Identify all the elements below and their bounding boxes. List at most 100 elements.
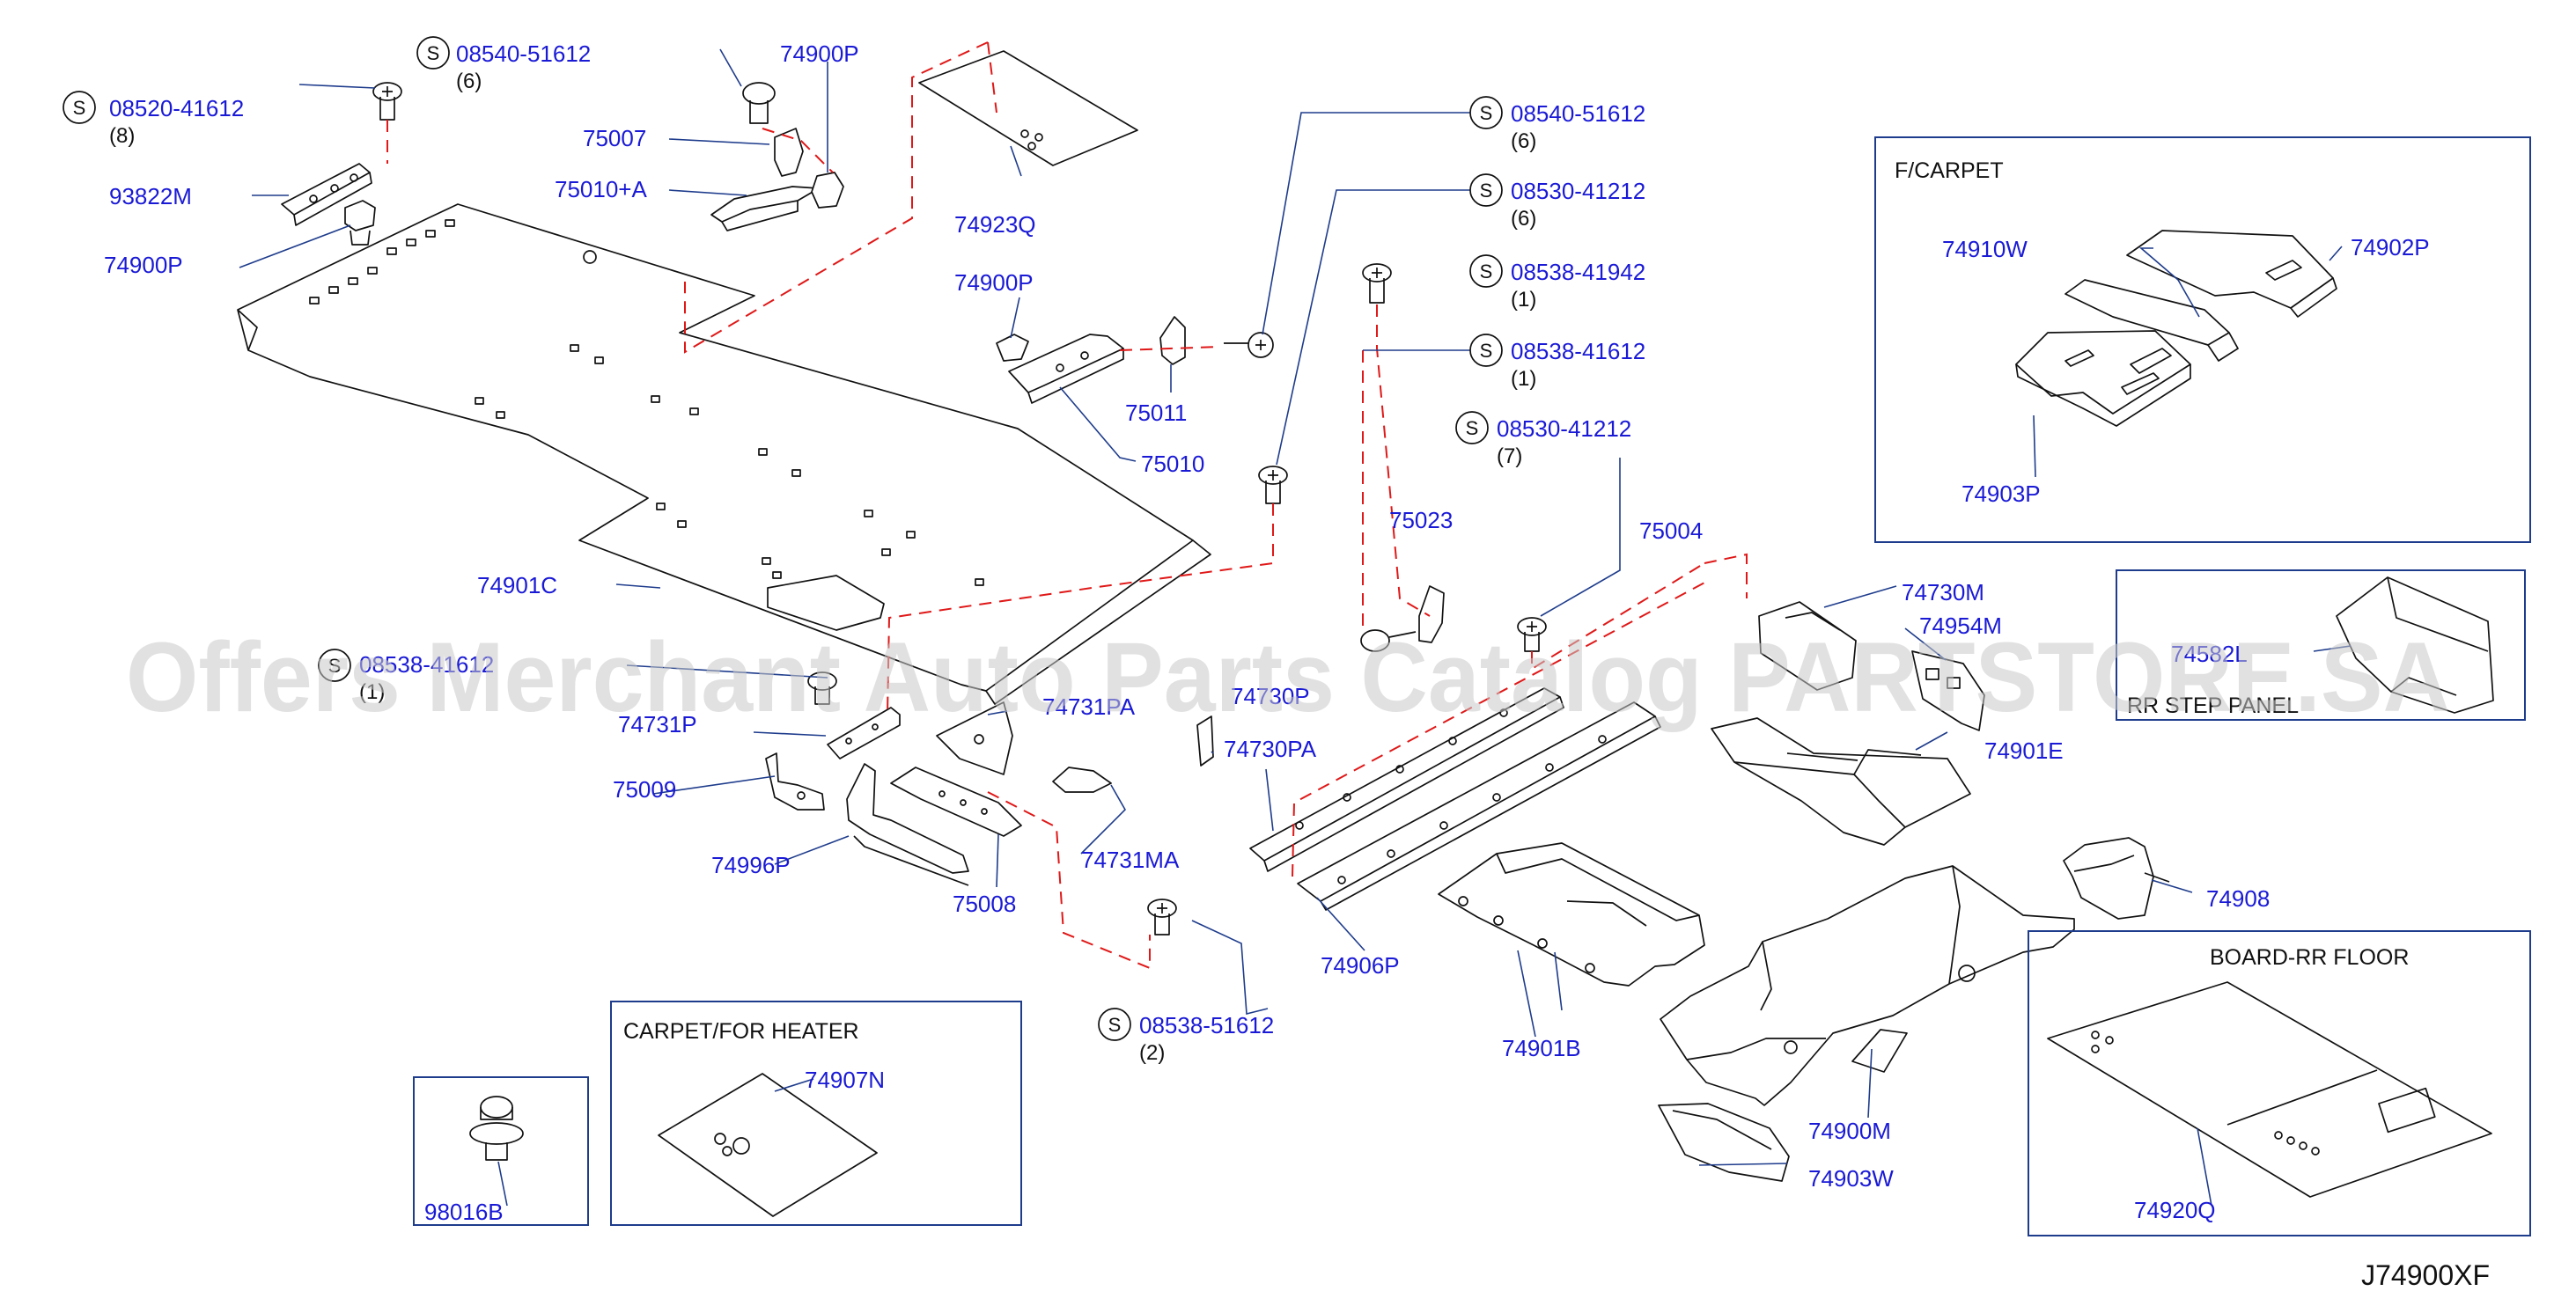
- qty-label: (6): [1511, 207, 1536, 231]
- screw-symbol: [1098, 1008, 1131, 1041]
- box-titles: F/CARPET RR STEP PANEL BOARD-RR FLOOR CA…: [623, 158, 2409, 1044]
- label-74900m[interactable]: 74900M: [1808, 1118, 1891, 1144]
- box-title-carpet-for-heater: CARPET/FOR HEATER: [623, 1019, 859, 1044]
- label-08538-41612[interactable]: 08538-41612: [1511, 338, 1645, 364]
- label-74923q[interactable]: 74923Q: [954, 211, 1036, 238]
- sill-75004: [1249, 687, 1564, 872]
- label-74902p[interactable]: 74902P: [2351, 234, 2430, 260]
- label-75010a[interactable]: 75010+A: [555, 176, 647, 202]
- bracket-75008: [890, 767, 1022, 837]
- label-75008[interactable]: 75008: [953, 891, 1016, 917]
- label-75011[interactable]: 75011: [1125, 400, 1187, 426]
- carpet-74907n: [658, 1073, 878, 1217]
- label-08538-41612[interactable]: 08538-41612: [359, 651, 494, 678]
- screw-symbol-letter: S: [1480, 102, 1493, 124]
- qty-label: (7): [1497, 444, 1522, 468]
- bracket-75011: [1159, 316, 1186, 365]
- bracket-75010: [1008, 334, 1124, 404]
- label-74900p[interactable]: 74900P: [104, 252, 183, 278]
- fasteners: [344, 82, 1547, 1161]
- label-74901b[interactable]: 74901B: [1502, 1035, 1581, 1061]
- screw-symbol: [1469, 173, 1503, 207]
- label-75007[interactable]: 75007: [583, 125, 646, 151]
- watermark: Offers Merchant Auto Parts Catalog PARTS…: [126, 622, 2450, 732]
- bracket-75023: [1418, 585, 1445, 643]
- front-floor-74900m: [1660, 865, 2075, 1106]
- bracket-74954m: [1911, 650, 1985, 731]
- label-08530-41212[interactable]: 08530-41212: [1497, 415, 1631, 442]
- label-74582l[interactable]: 74582L: [2171, 641, 2248, 667]
- bracket-75007: [774, 128, 804, 177]
- screw-symbol-letter: S: [1466, 417, 1479, 439]
- screw-symbol-letter: S: [328, 655, 342, 677]
- label-75023[interactable]: 75023: [1389, 507, 1453, 533]
- label-74903w[interactable]: 74903W: [1808, 1165, 1894, 1192]
- diagram-reference-id: J74900XF: [2361, 1259, 2490, 1291]
- box-title-rr-step-panel: RR STEP PANEL: [2127, 693, 2299, 718]
- screw-symbol: [1455, 411, 1489, 444]
- label-75010[interactable]: 75010: [1141, 451, 1204, 477]
- screw-symbol-letter: S: [427, 42, 440, 64]
- box-board-rr-floor: [2028, 930, 2531, 1236]
- label-74901e[interactable]: 74901E: [1984, 737, 2064, 764]
- screw-symbol-letter: S: [73, 97, 86, 119]
- box-carpet-for-heater: [610, 1001, 1022, 1226]
- clip-74731ma: [1052, 767, 1112, 793]
- label-74900p[interactable]: 74900P: [780, 40, 859, 67]
- label-93822m[interactable]: 93822M: [109, 183, 192, 209]
- label-74996p[interactable]: 74996P: [711, 852, 791, 878]
- part-labels: 08540-51612 (6) 08520-41612 (8) 74900P 7…: [104, 40, 2430, 1225]
- bracket-93822m: [281, 163, 372, 226]
- label-74906p[interactable]: 74906P: [1321, 952, 1400, 979]
- rr-step-panel-part: [2336, 576, 2494, 714]
- qty-label: (1): [359, 680, 385, 704]
- screw-symbol: [63, 91, 96, 124]
- label-74903p[interactable]: 74903P: [1961, 481, 2041, 507]
- carpet-74901c: [237, 203, 1211, 705]
- screw-symbol-letter: S: [1108, 1014, 1122, 1036]
- label-74731ma[interactable]: 74731MA: [1081, 847, 1180, 873]
- label-74900p[interactable]: 74900P: [954, 269, 1034, 296]
- label-74910w[interactable]: 74910W: [1942, 236, 2028, 262]
- bracket-74731pa: [936, 701, 1013, 775]
- label-08520-41612[interactable]: 08520-41612: [109, 95, 244, 121]
- label-74730pa[interactable]: 74730PA: [1224, 736, 1317, 762]
- label-74731p[interactable]: 74731P: [618, 711, 697, 737]
- label-08540-51612[interactable]: 08540-51612: [456, 40, 591, 67]
- label-74731pa[interactable]: 74731PA: [1042, 693, 1136, 720]
- box-rr-step-panel: [2116, 569, 2526, 721]
- assembly-dashed-lines: [386, 41, 1748, 970]
- bracket-75009: [765, 752, 825, 811]
- screw-symbols: S S S S S S S S S: [63, 36, 1503, 1041]
- label-75009[interactable]: 75009: [613, 776, 676, 803]
- label-74920q[interactable]: 74920Q: [2134, 1197, 2216, 1223]
- bracket-74730m: [1758, 601, 1857, 691]
- label-08540-51612[interactable]: 08540-51612: [1511, 100, 1645, 127]
- cover-74908: [2063, 837, 2170, 920]
- label-08530-41212[interactable]: 08530-41212: [1511, 178, 1645, 204]
- trim-74903w: [1658, 1103, 1790, 1182]
- label-98016b[interactable]: 98016B: [424, 1199, 504, 1225]
- label-74907n[interactable]: 74907N: [805, 1067, 885, 1093]
- floor-part-74901e: [1711, 717, 1971, 846]
- screw-symbol: [1469, 96, 1503, 129]
- box-title-fcarpet: F/CARPET: [1895, 158, 2004, 183]
- label-08538-41942[interactable]: 08538-41942: [1511, 259, 1645, 285]
- label-74730p[interactable]: 74730P: [1231, 683, 1310, 709]
- label-75004[interactable]: 75004: [1639, 517, 1703, 544]
- bracket-74731p: [827, 707, 901, 759]
- leader-lines: [239, 48, 2352, 1207]
- label-74730m[interactable]: 74730M: [1902, 579, 1984, 605]
- screw-symbol-letter: S: [1480, 260, 1493, 282]
- qty-label: (2): [1139, 1041, 1165, 1065]
- bracket-74996p: [846, 763, 969, 886]
- qty-label: (8): [109, 124, 135, 148]
- box-fcarpet: [1874, 136, 2531, 543]
- screw-symbol-letter: S: [1480, 340, 1493, 362]
- label-74901c[interactable]: 74901C: [477, 572, 557, 598]
- label-74954m[interactable]: 74954M: [1919, 613, 2002, 639]
- box-title-board-rr-floor: BOARD-RR FLOOR: [2210, 945, 2409, 970]
- label-74908[interactable]: 74908: [2206, 885, 2270, 912]
- sill-74906p: [1297, 701, 1661, 911]
- label-08538-51612[interactable]: 08538-51612: [1139, 1012, 1274, 1038]
